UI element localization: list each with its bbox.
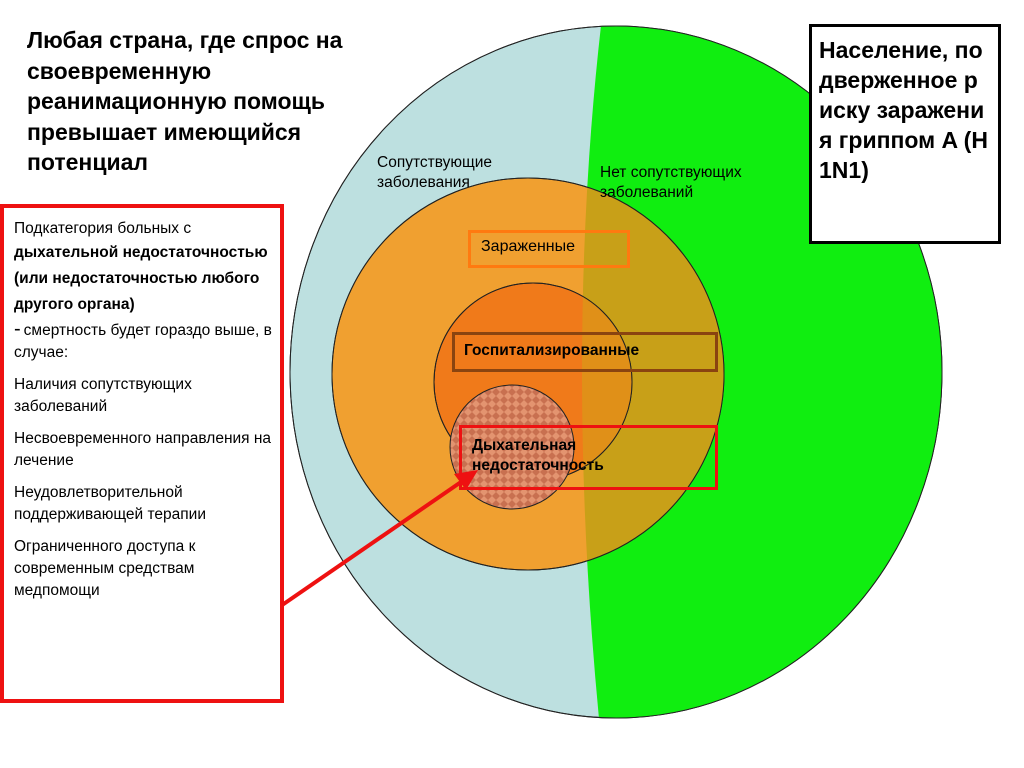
- no-comorbidities-label: Нет сопутствующих заболеваний: [600, 164, 742, 201]
- mortality-text: -смертность будет гораздо выше, в случае…: [14, 318, 272, 361]
- risk-item-late-referral: Несвоевременного направления на лечение: [14, 430, 272, 469]
- respiratory-failure-subcategory: дыхательной недостаточностью (или недост…: [14, 244, 268, 313]
- comorbidities-label: Сопутствующие заболевания: [377, 154, 493, 191]
- page-heading: Любая страна, где спрос на своевременную…: [27, 27, 343, 175]
- infected-label-box: Зараженные: [468, 230, 630, 268]
- respiratory-failure-circle: [449, 384, 575, 510]
- respiratory-failure-label-box: Дыхательная недостаточность: [459, 425, 718, 490]
- population-at-risk-box: Население, подверженное риску заражения …: [809, 24, 1001, 244]
- intro-text: Подкатегория больных с: [14, 220, 192, 237]
- hospitalized-label-box: Госпитализированные: [452, 332, 718, 372]
- risk-item-limited-access: Ограниченного доступа к современным сред…: [14, 538, 196, 599]
- risk-item-comorbidities: Наличия сопутствующих заболеваний: [14, 376, 192, 415]
- pointer-arrow-line: [270, 480, 463, 614]
- risk-item-poor-support: Неудовлетворительной поддерживающей тера…: [14, 484, 206, 523]
- risk-factors-box: Подкатегория больных с дыхательной недос…: [0, 204, 284, 703]
